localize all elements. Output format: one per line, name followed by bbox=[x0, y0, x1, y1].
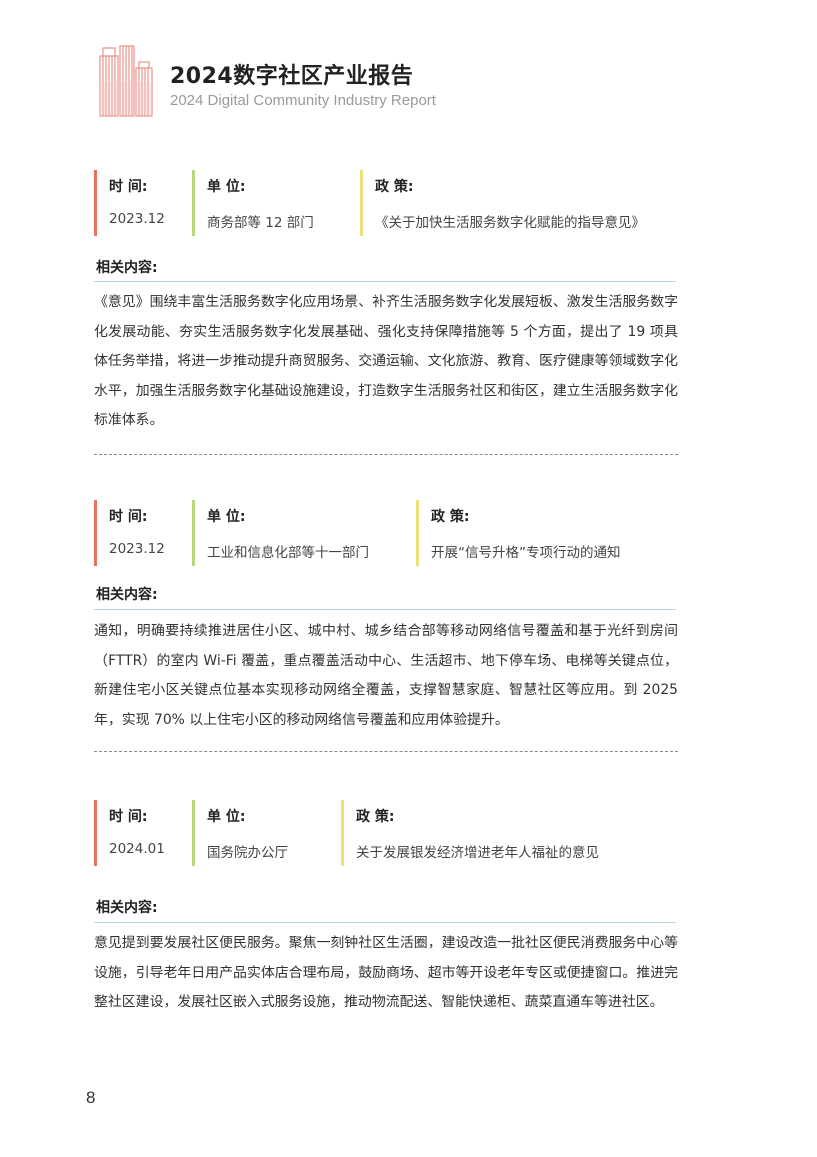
page-number: 8 bbox=[86, 1088, 96, 1107]
time-value: 2023.12 bbox=[109, 211, 165, 227]
unit-label: 单 位: bbox=[207, 809, 246, 825]
related-content-text: 通知，明确要持续推进居住小区、城中村、城乡结合部等移动网络信号覆盖和基于光纤到房… bbox=[94, 623, 678, 728]
unit-value: 国务院办公厅 bbox=[207, 845, 288, 861]
unit-block: 单 位: 商务部等 12 部门 bbox=[192, 170, 362, 236]
time-block: 时 间: 2023.12 bbox=[94, 170, 192, 236]
time-value: 2024.01 bbox=[109, 841, 165, 857]
time-block: 时 间: 2024.01 bbox=[94, 800, 192, 866]
time-label: 时 间: bbox=[109, 179, 148, 195]
section-separator bbox=[94, 454, 678, 455]
divider-line bbox=[94, 922, 676, 923]
policy-value: 《关于加快生活服务数字化赋能的指导意见》 bbox=[375, 215, 645, 231]
policy-label: 政 策: bbox=[431, 509, 470, 525]
time-label: 时 间: bbox=[109, 809, 148, 825]
related-content-label: 相关内容: bbox=[96, 900, 158, 916]
time-label: 时 间: bbox=[109, 509, 148, 525]
policy-label: 政 策: bbox=[375, 179, 414, 195]
divider-line bbox=[94, 609, 676, 610]
related-content-text: 《意见》围绕丰富生活服务数字化应用场景、补齐生活服务数字化发展短板、激发生活服务… bbox=[94, 294, 678, 428]
related-content-text: 意见提到要发展社区便民服务。聚焦一刻钟社区生活圈，建设改造一批社区便民消费服务中… bbox=[94, 935, 678, 1010]
policy-label: 政 策: bbox=[356, 809, 395, 825]
policy-block: 政 策: 开展“信号升格”专项行动的通知 bbox=[416, 500, 678, 566]
report-title: 2024数字社区产业报告 bbox=[170, 64, 414, 89]
unit-block: 单 位: 工业和信息化部等十一部门 bbox=[192, 500, 417, 566]
unit-label: 单 位: bbox=[207, 509, 246, 525]
policy-value: 开展“信号升格”专项行动的通知 bbox=[431, 545, 621, 561]
time-block: 时 间: 2023.12 bbox=[94, 500, 192, 566]
section-separator bbox=[94, 751, 678, 752]
unit-block: 单 位: 国务院办公厅 bbox=[192, 800, 342, 866]
related-content-label: 相关内容: bbox=[96, 587, 158, 603]
policy-block: 政 策: 关于发展银发经济增进老年人福祉的意见 bbox=[341, 800, 678, 866]
report-header: 2024数字社区产业报告 2024 Digital Community Indu… bbox=[92, 40, 692, 130]
related-content-label: 相关内容: bbox=[96, 260, 158, 276]
report-subtitle: 2024 Digital Community Industry Report bbox=[170, 92, 436, 109]
time-value: 2023.12 bbox=[109, 541, 165, 557]
unit-label: 单 位: bbox=[207, 179, 246, 195]
unit-value: 商务部等 12 部门 bbox=[207, 215, 314, 231]
policy-section: 时 间: 2023.12 单 位: 商务部等 12 部门 政 策: 《关于加快生… bbox=[94, 170, 678, 460]
building-logo-icon bbox=[99, 45, 153, 117]
policy-block: 政 策: 《关于加快生活服务数字化赋能的指导意见》 bbox=[360, 170, 678, 236]
policy-section: 时 间: 2023.12 单 位: 工业和信息化部等十一部门 政 策: 开展“信… bbox=[94, 500, 678, 760]
policy-value: 关于发展银发经济增进老年人福祉的意见 bbox=[356, 845, 599, 861]
policy-section: 时 间: 2024.01 单 位: 国务院办公厅 政 策: 关于发展银发经济增进… bbox=[94, 800, 678, 1040]
divider-line bbox=[94, 281, 676, 282]
unit-value: 工业和信息化部等十一部门 bbox=[207, 545, 369, 561]
